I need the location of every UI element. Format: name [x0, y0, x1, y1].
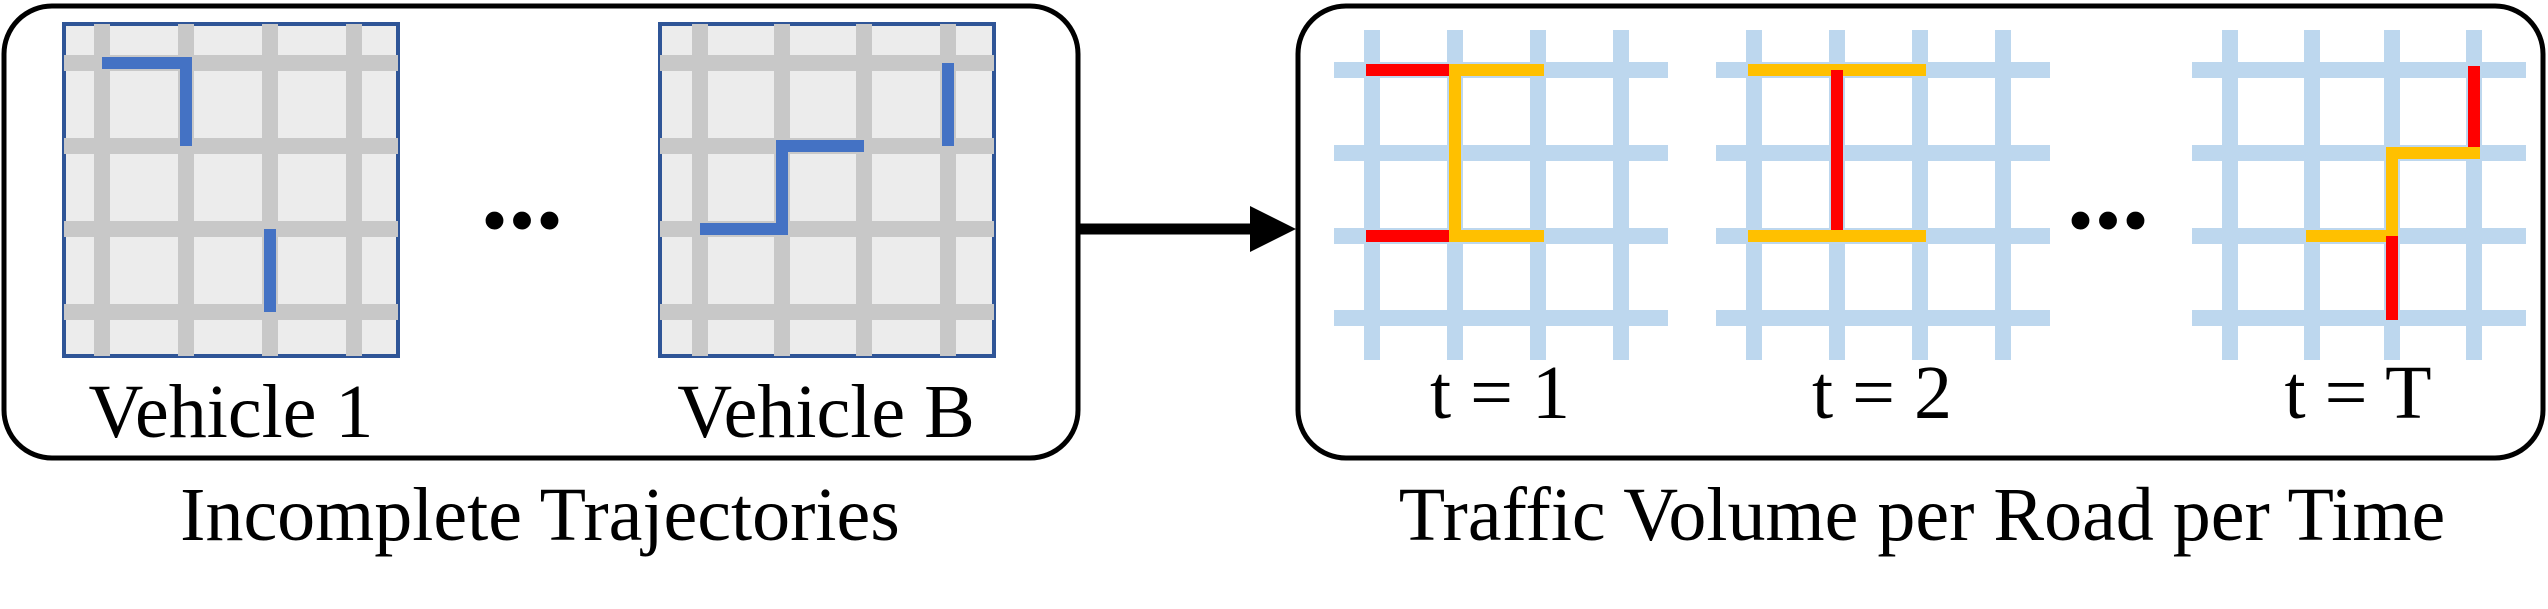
trajectory-segment: [102, 57, 192, 146]
trajectory-segment: [700, 140, 864, 235]
time-t-map: [2192, 30, 2526, 360]
vehicle-b-map-background: [658, 22, 996, 358]
time-2-label: t = 2: [1812, 351, 1952, 435]
right-ellipsis: ...: [2067, 130, 2150, 252]
flow-arrow: [1080, 206, 1296, 252]
left-ellipsis: ...: [481, 130, 564, 252]
vehicle-1-trajectory: [102, 57, 276, 312]
time-1-map: [1334, 30, 1668, 360]
time-t-volumes: [2306, 66, 2480, 320]
time-1-volumes: [1366, 64, 1544, 242]
incomplete-trajectories-panel: ... Vehicle 1 Vehicle B: [1, 3, 1081, 461]
left-caption: Incomplete Trajectories: [180, 473, 900, 557]
time-2-volumes: [1748, 64, 1926, 242]
vehicle-b-trajectory: [700, 63, 954, 235]
vehicle-1-label: Vehicle 1: [89, 370, 374, 454]
arrow-head: [1250, 206, 1296, 252]
traffic-volume-panel: ... t = 1 t = 2 t = T: [1295, 3, 2546, 461]
vehicle-1-map-background: [62, 22, 400, 358]
vehicle-b-map: [658, 22, 996, 358]
time-2-map: [1716, 30, 2050, 360]
vehicle-1-map: [62, 22, 400, 358]
time-t-label: t = T: [2284, 351, 2431, 435]
right-caption: Traffic Volume per Road per Time: [1399, 473, 2445, 557]
time-1-label: t = 1: [1430, 351, 1570, 435]
vehicle-b-label: Vehicle B: [677, 370, 975, 454]
